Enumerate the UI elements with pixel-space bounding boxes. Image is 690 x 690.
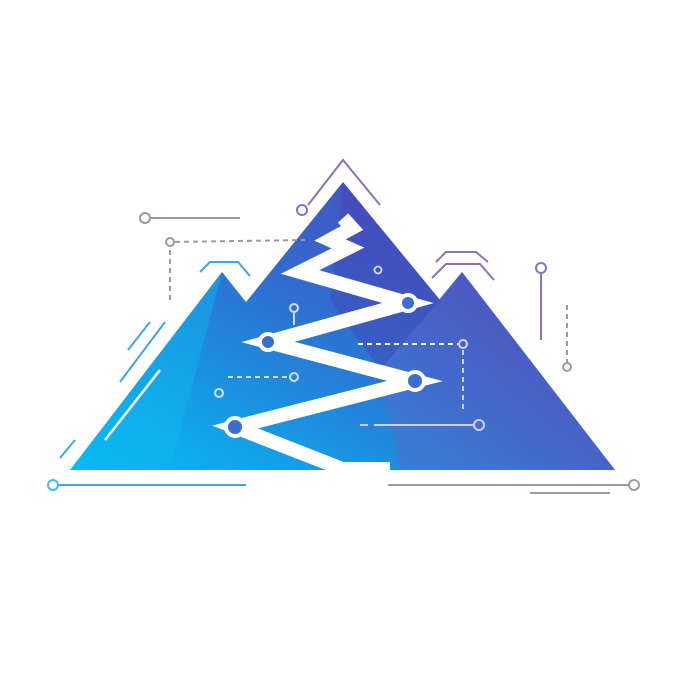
- zigzag-trail: [212, 213, 443, 482]
- trail-nodes: [224, 293, 426, 438]
- node-icon: [404, 370, 426, 392]
- circuit-lines: [47, 158, 640, 494]
- left-peak-facet: [70, 272, 222, 470]
- node-icon: [258, 332, 278, 352]
- node-icon: [224, 416, 246, 438]
- right-peak-shade: [380, 272, 615, 470]
- node-icon: [398, 293, 418, 313]
